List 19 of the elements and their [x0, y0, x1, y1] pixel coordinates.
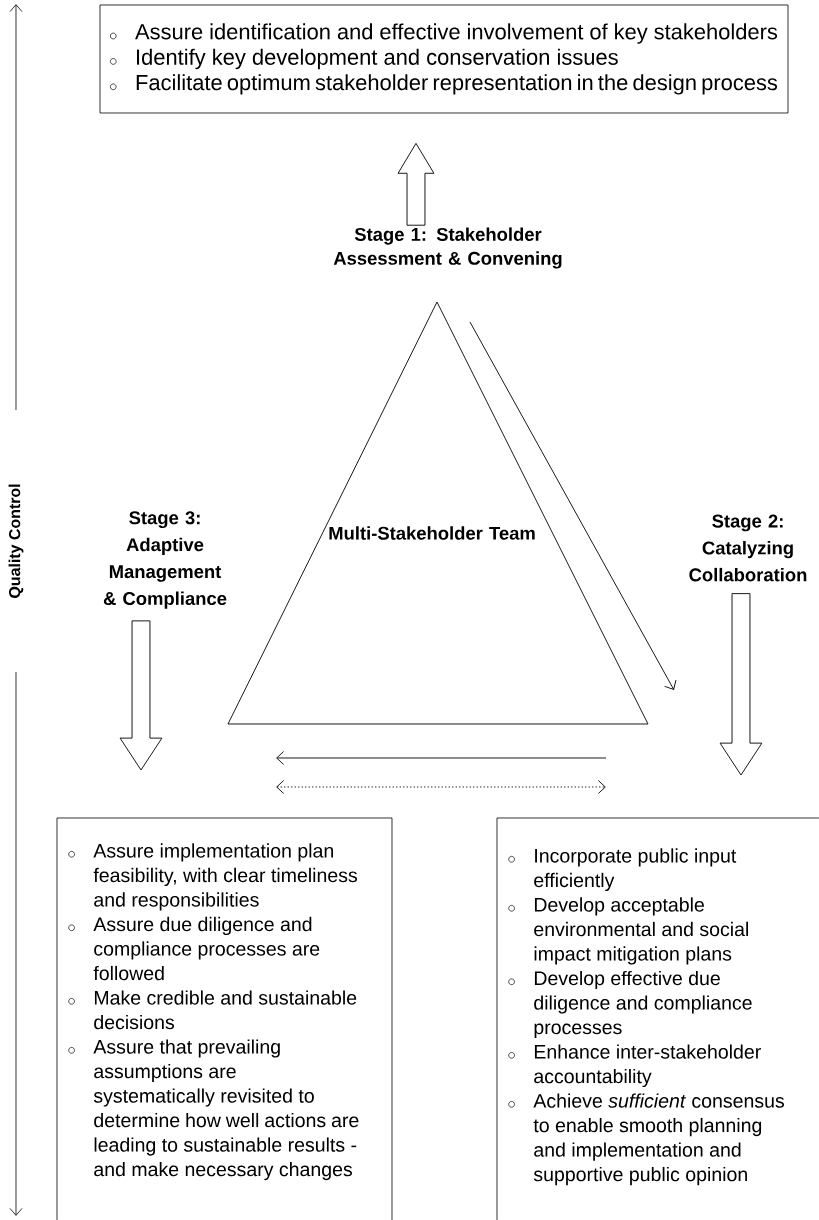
bullet-list-box: Assure identification and effective involvement of key stakeholders Identify key development and conservation issues Facilitate optimum stakeholder representation in the design process: [99, 4, 789, 114]
node-label: Assure implementation plan feasibility, with clear timeliness and responsibilities: [93, 843, 358, 911]
node-label: Develop acceptable environmental and social impact mitigation plans: [534, 897, 748, 965]
node-label: Make credible and sustainable decisions: [94, 990, 357, 1030]
node-label: Assure that prevailing assumptions are systematically revisited to determine how well actions are leading to sustainable results - and make necessary changes: [93, 1039, 359, 1181]
node-label: Achieve sufficient consensus to enable smooth planning and implementation and supportive public opinion: [533, 1093, 785, 1186]
stage-label: Stage 3: Adaptive Management & Compliance: [103, 511, 227, 609]
axis-label: Quality Control: [8, 484, 24, 598]
node-label: Incorporate public input efficiently: [534, 848, 737, 892]
block-arrow: [397, 142, 435, 226]
block-arrow: [119, 620, 163, 771]
bullet-list-box: Incorporate public input efficiently Develop acceptable environmental and social impact mitigation plans Develop effective due diligence and compliance processes Enhance inter-stakeholder accountability Achieve sufficient consensus to enable smooth planning and implementation and supportive public opinion: [496, 817, 819, 1220]
node-label: Develop effective due diligence and compliance processes: [534, 970, 752, 1039]
stage-label: Stage 2: Catalyzing Collaboration: [689, 514, 807, 582]
triangle: Multi-Stakeholder Team: [227, 301, 649, 725]
stage-label: Stage 1: Stakeholder Assessment & Convening: [333, 227, 562, 269]
bullet-list-box: Assure implementation plan feasibility, with clear timeliness and responsibilities Assure due diligence and compliance processes are followed Make credible and sustainable decisions Assure that prevailing assumptions are systematically revisited to determine how well actions are leading to sustainable results - and make necessary changes: [56, 817, 393, 1220]
node-label: Assure due diligence and compliance processes are followed: [93, 916, 320, 981]
block-arrow: [719, 593, 763, 776]
